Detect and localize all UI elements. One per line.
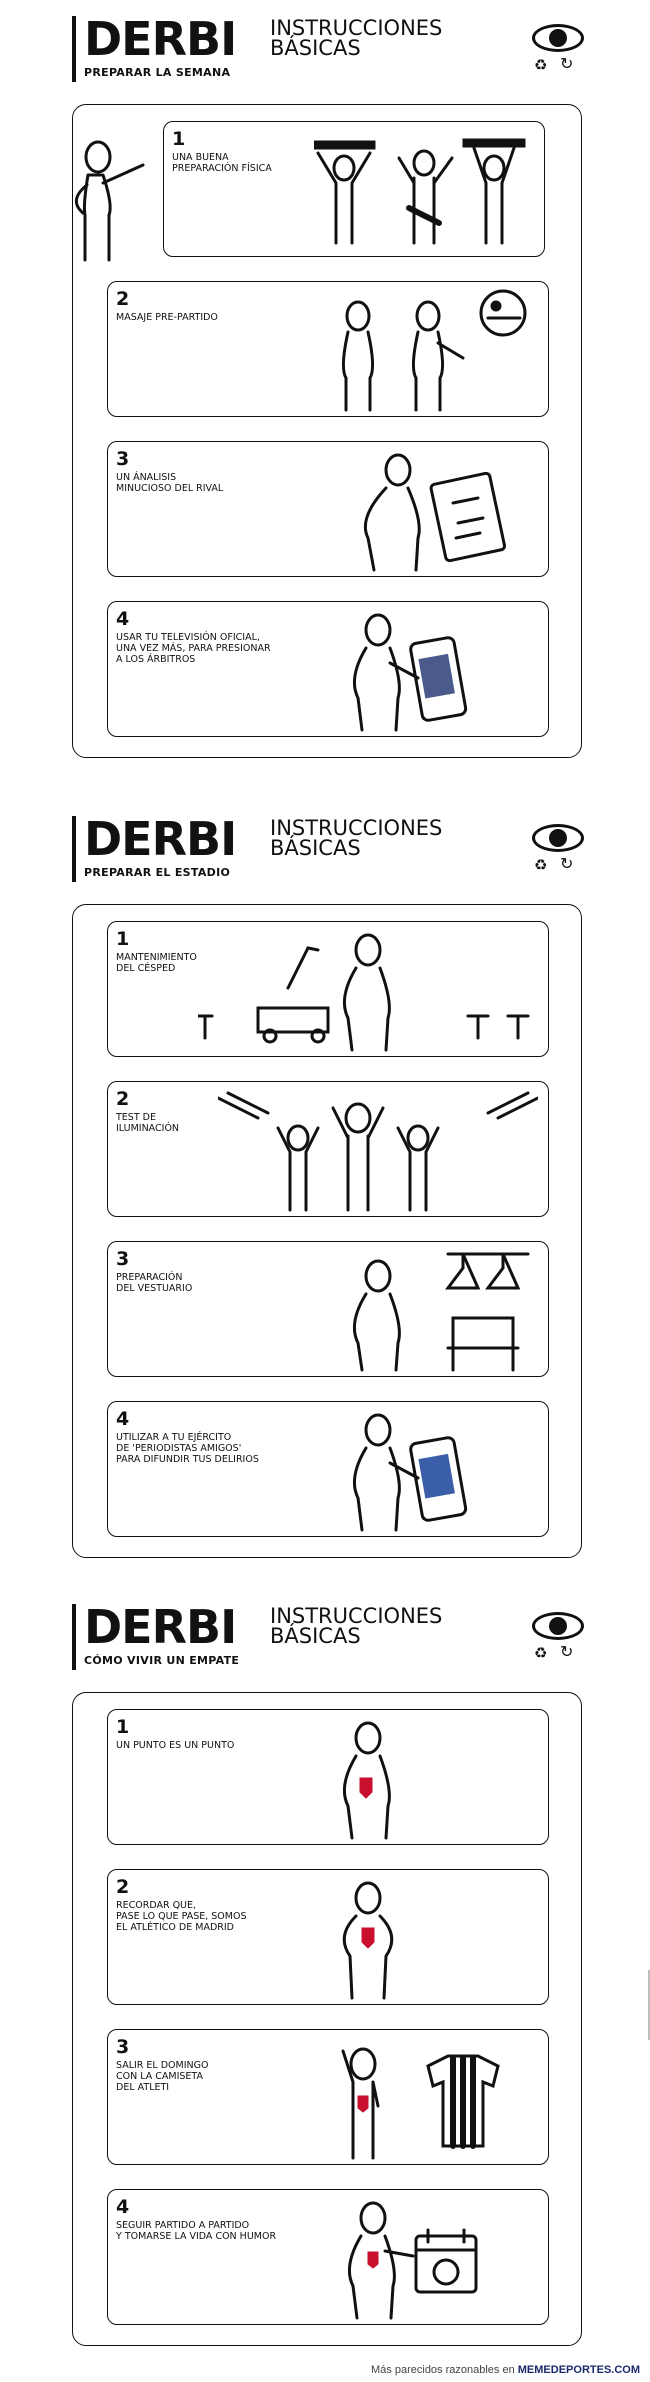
step-card: 2 TEST DE ILUMINACIÓN	[107, 1081, 549, 1217]
step-number: 2	[116, 1088, 130, 1110]
proud-figure-icon	[342, 1881, 394, 2000]
step-text: SEGUIR PARTIDO A PARTIDO Y TOMARSE LA VI…	[116, 2220, 277, 2242]
step-text: UTILIZAR A TU EJÉRCITO DE 'PERIODISTAS A…	[116, 1432, 259, 1465]
step-number: 3	[116, 2036, 130, 2058]
arrow-icon: ↻	[560, 56, 574, 73]
step-number: 1	[172, 128, 186, 150]
page-edge-mark	[648, 1970, 650, 2040]
calendar-figure-icon	[347, 2201, 478, 2320]
instructions-frame: 1 UNA BUENA PREPARACIÓN FÍSICA 2 MASAJE …	[72, 104, 582, 758]
newspaper-phone-icon	[352, 1413, 468, 1532]
step-card: 3 PREPARACIÓN DEL VESTUARIO	[107, 1241, 549, 1377]
step-text: MASAJE PRE-PARTIDO	[116, 312, 218, 323]
header-bar	[72, 816, 76, 882]
step-text: UN PUNTO ES UN PUNTO	[116, 1740, 235, 1751]
step-number: 2	[116, 1876, 130, 1898]
step-card: 3 SALIR EL DOMINGO CON LA CAMISETA DEL A…	[107, 2029, 549, 2165]
ball-icon	[532, 1612, 584, 1640]
step-text: PREPARACIÓN DEL VESTUARIO	[116, 1272, 193, 1294]
step-number: 3	[116, 448, 130, 470]
header-bar	[72, 1604, 76, 1670]
instructions-frame: 1 MANTENIMIENTO DEL CÉSPED 2 TEST DE ILU…	[72, 904, 582, 1558]
header-title: DERBI	[84, 812, 237, 866]
step-text: MANTENIMIENTO DEL CÉSPED	[116, 952, 197, 974]
header-bar	[72, 16, 76, 82]
lawnmower-icon	[198, 933, 530, 1052]
step-number: 1	[116, 928, 130, 950]
ball-icon	[532, 824, 584, 852]
step-number: 1	[116, 1716, 130, 1738]
footer-brand-link[interactable]: MEMEDEPORTES.COM	[517, 2364, 640, 2376]
instructions-frame: 1 UN PUNTO ES UN PUNTO 2 RECORDAR QUE, P…	[72, 1692, 582, 2346]
pointing-figure-icon	[75, 140, 145, 262]
step-card: 2 RECORDAR QUE, PASE LO QUE PASE, SOMOS …	[107, 1869, 549, 2005]
footer: Más parecidos razonables en MEMEDEPORTES…	[371, 2364, 640, 2376]
step-number: 3	[116, 1248, 130, 1270]
massage-figures-icon	[341, 289, 527, 412]
step-card: 1 UNA BUENA PREPARACIÓN FÍSICA	[163, 121, 545, 257]
step-number: 4	[116, 2196, 130, 2218]
step-card: 4 USAR TU TELEVISIÓN OFICIAL, UNA VEZ MÁ…	[107, 601, 549, 737]
recycle-icon: ♻	[534, 1645, 548, 1662]
step-card: 3 UN ÁNALISIS MINUCIOSO DEL RIVAL	[107, 441, 549, 577]
step-number: 2	[116, 288, 130, 310]
step-number: 4	[116, 1408, 130, 1430]
thinking-figure-icon	[342, 1721, 391, 1840]
step-text: TEST DE ILUMINACIÓN	[116, 1112, 180, 1134]
weightlifters-icon	[314, 138, 526, 245]
step-text: UN ÁNALISIS MINUCIOSO DEL RIVAL	[116, 472, 224, 494]
locker-room-icon	[352, 1252, 530, 1372]
jersey-icon	[341, 2047, 500, 2160]
lights-test-icon	[218, 1091, 538, 1212]
arrow-icon: ↻	[560, 1644, 574, 1661]
step-text: UNA BUENA PREPARACIÓN FÍSICA	[172, 152, 272, 174]
section-subtitle: PREPARAR LA SEMANA	[84, 66, 231, 79]
step-card: 2 MASAJE PRE-PARTIDO	[107, 281, 549, 417]
ball-icon	[532, 24, 584, 52]
step-card: 1 MANTENIMIENTO DEL CÉSPED	[107, 921, 549, 1057]
header-title: DERBI	[84, 1600, 237, 1654]
step-card: 4 UTILIZAR A TU EJÉRCITO DE 'PERIODISTAS…	[107, 1401, 549, 1537]
arrow-icon: ↻	[560, 856, 574, 873]
footer-text: Más parecidos razonables en	[371, 2364, 518, 2376]
step-card: 1 UN PUNTO ES UN PUNTO	[107, 1709, 549, 1845]
section-subtitle: PREPARAR EL ESTADIO	[84, 866, 231, 879]
step-text: SALIR EL DOMINGO CON LA CAMISETA DEL ATL…	[116, 2060, 209, 2093]
step-text: USAR TU TELEVISIÓN OFICIAL, UNA VEZ MÁS,…	[116, 632, 271, 665]
tactics-board-icon	[363, 453, 507, 572]
phone-figure-icon	[352, 613, 468, 732]
step-card: 4 SEGUIR PARTIDO A PARTIDO Y TOMARSE LA …	[107, 2189, 549, 2325]
step-text: RECORDAR QUE, PASE LO QUE PASE, SOMOS EL…	[116, 1900, 247, 1933]
section-subtitle: CÓMO VIVIR UN EMPATE	[84, 1654, 240, 1667]
recycle-icon: ♻	[534, 57, 548, 74]
recycle-icon: ♻	[534, 857, 548, 874]
step-number: 4	[116, 608, 130, 630]
header-title: DERBI	[84, 12, 237, 66]
